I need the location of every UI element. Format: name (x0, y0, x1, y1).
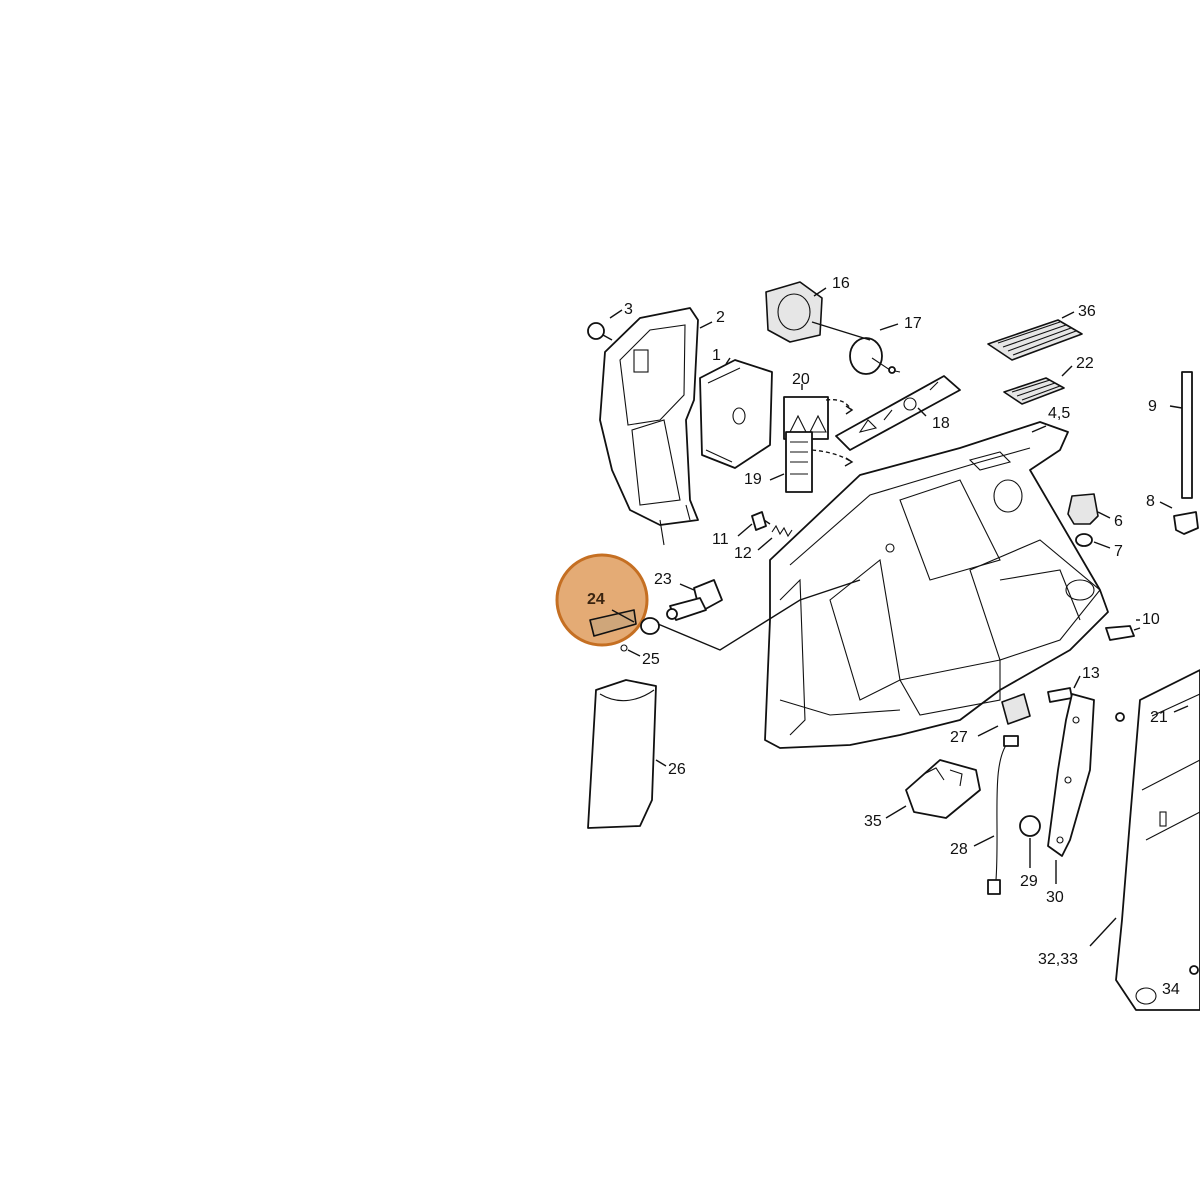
label-4-5[interactable]: 4,5 (1048, 405, 1070, 422)
part-26-handle-cover[interactable] (587, 679, 657, 829)
label-35[interactable]: 35 (864, 813, 882, 830)
part-16-motor[interactable] (765, 281, 871, 343)
label-6[interactable]: 6 (1114, 513, 1123, 530)
part-2-rear-cover[interactable] (599, 307, 699, 546)
part-29-clip[interactable] (1019, 815, 1041, 837)
label-18[interactable]: 18 (932, 415, 950, 432)
label-12[interactable]: 12 (734, 545, 752, 562)
part-25-washer[interactable] (620, 617, 660, 652)
label-32-33[interactable]: 32,33 (1038, 951, 1078, 968)
label-17[interactable]: 17 (904, 315, 922, 332)
label-8[interactable]: 8 (1146, 493, 1155, 510)
part-8-cap[interactable] (1173, 511, 1199, 535)
labels: 3 2 1 16 17 36 22 20 18 4,5 9 19 8 6 7 1… (624, 275, 1180, 998)
part-13-screw[interactable] (1047, 687, 1073, 703)
label-1[interactable]: 1 (712, 347, 721, 364)
part-23-switch[interactable] (666, 579, 723, 621)
part-3-screw[interactable] (587, 322, 613, 341)
part-17-oring[interactable] (849, 337, 901, 375)
label-13[interactable]: 13 (1082, 665, 1100, 682)
label-10[interactable]: 10 (1142, 611, 1160, 628)
part-21-pin[interactable] (1115, 712, 1125, 722)
label-22[interactable]: 22 (1076, 355, 1094, 372)
label-23[interactable]: 23 (654, 571, 672, 588)
label-19[interactable]: 19 (744, 471, 762, 488)
label-28[interactable]: 28 (950, 841, 968, 858)
part-34-screw[interactable] (1189, 965, 1199, 975)
label-25[interactable]: 25 (642, 651, 660, 668)
label-21[interactable]: 21 (1150, 709, 1168, 726)
label-30[interactable]: 30 (1046, 889, 1064, 906)
part-4-5-housing[interactable] (764, 421, 1109, 749)
leader-lines (609, 287, 1189, 947)
label-11[interactable]: 11 (712, 531, 729, 548)
label-2[interactable]: 2 (716, 309, 725, 326)
part-22-grille[interactable] (1003, 377, 1065, 405)
label-26[interactable]: 26 (668, 761, 686, 778)
part-27-switch[interactable] (1001, 693, 1031, 725)
label-3[interactable]: 3 (624, 301, 633, 318)
part-19-decal[interactable] (785, 431, 813, 493)
label-7[interactable]: 7 (1114, 543, 1123, 560)
label-16[interactable]: 16 (832, 275, 850, 292)
label-24[interactable]: 24 (587, 591, 605, 608)
part-6-valve[interactable] (1067, 493, 1099, 525)
label-34[interactable]: 34 (1162, 981, 1180, 998)
label-36[interactable]: 36 (1078, 303, 1096, 320)
part-1-filter[interactable] (699, 359, 773, 469)
label-9[interactable]: 9 (1148, 398, 1157, 415)
part-36-grille[interactable] (987, 319, 1083, 361)
part-12-spring[interactable] (771, 524, 793, 538)
label-27[interactable]: 27 (950, 729, 968, 746)
part-7-oring[interactable] (1075, 533, 1093, 547)
part-35-trigger[interactable] (905, 759, 981, 819)
label-20[interactable]: 20 (792, 371, 810, 388)
part-9-rod[interactable] (1181, 371, 1193, 499)
part-11-pin[interactable] (751, 511, 771, 531)
part-32-33-handle[interactable] (1115, 669, 1200, 1011)
part-28-cable[interactable] (987, 735, 1019, 895)
label-29[interactable]: 29 (1020, 873, 1038, 890)
part-18-decal[interactable] (835, 375, 961, 451)
part-30-rail[interactable] (1047, 693, 1095, 857)
part-10-bolt[interactable] (1105, 625, 1141, 641)
